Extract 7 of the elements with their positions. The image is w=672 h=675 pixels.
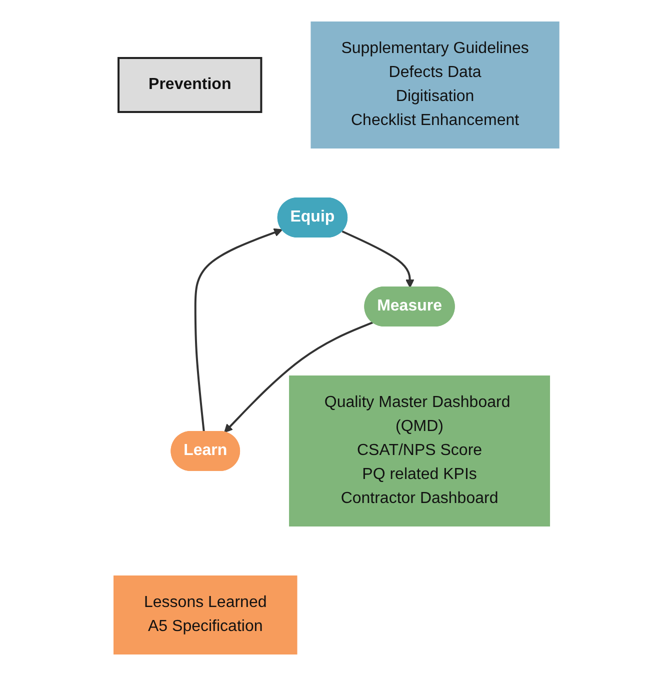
arrow: [194, 228, 282, 432]
node-box: Prevention: [117, 56, 262, 112]
node-box: Supplementary Guidelines Defects Data Digitisation Checklist Enhancement: [310, 21, 559, 148]
node-box: Lessons Learned A5 Specification: [113, 574, 297, 654]
node-box: Quality Master Dashboard (QMD) CSAT/NPS Score PQ related KPIs Contractor Dashboard: [288, 375, 550, 526]
arrow: [224, 321, 373, 432]
arrow: [341, 230, 414, 288]
